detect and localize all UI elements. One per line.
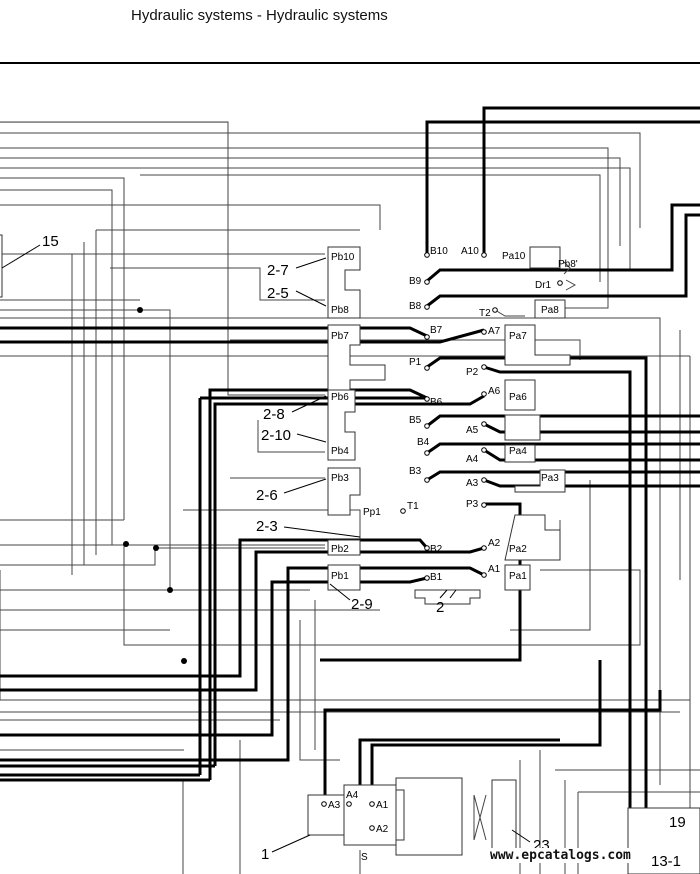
port-label-pump-a3: A3	[328, 800, 341, 811]
port-label-t2: T2	[479, 308, 491, 319]
port-label-dr1: Dr1	[535, 280, 552, 291]
port-label-b3: B3	[409, 466, 422, 477]
callout-2-10: 2-10	[261, 427, 291, 444]
port-label-p3: P3	[466, 499, 479, 510]
port-label-p2: P2	[466, 367, 479, 378]
port-label-p1: P1	[409, 357, 422, 368]
callout-2-6: 2-6	[256, 487, 278, 504]
port-label-a6: A6	[488, 386, 501, 397]
component-15-box	[0, 234, 3, 298]
port-label-pa7: Pa7	[509, 331, 527, 342]
port-label-a10: A10	[461, 246, 479, 257]
pump-assembly-1	[307, 777, 700, 874]
port-label-pp1: Pp1	[363, 507, 381, 518]
port-label-pump-a2: A2	[376, 824, 389, 835]
callout-2-8: 2-8	[263, 406, 285, 423]
port-label-pump-a4: A4	[346, 790, 359, 801]
port-label-pump-a1: A1	[376, 800, 389, 811]
callout-1: 1	[261, 846, 269, 863]
port-label-a7: A7	[488, 326, 501, 337]
callout-2-7: 2-7	[267, 262, 289, 279]
port-label-b2: B2	[430, 544, 443, 555]
callout-15: 15	[42, 233, 59, 250]
callout-13-1: 13-1	[651, 853, 681, 870]
port-label-b5: B5	[409, 415, 422, 426]
port-label-t1: T1	[407, 501, 419, 512]
callout-2-3: 2-3	[256, 518, 278, 535]
port-label-pb8: Pb8	[331, 305, 349, 316]
port-label-pa3: Pa3	[541, 473, 559, 484]
port-label-b7: B7	[430, 325, 443, 336]
port-label-b8: B8	[409, 301, 422, 312]
port-label-pa4: Pa4	[509, 446, 527, 457]
callouts: 15 2-7 2-5 2-8 2-10 2-6 2-3 2-9 2 1 23 1…	[1, 233, 686, 870]
junction-dots	[123, 307, 187, 664]
port-label-pa10: Pa10	[502, 251, 526, 262]
page-title: Hydraulic systems - Hydraulic systems	[131, 7, 388, 24]
port-label-pb3: Pb3	[331, 473, 349, 484]
header-divider	[0, 62, 700, 64]
port-label-b9: B9	[409, 276, 422, 287]
port-label-b1: B1	[430, 572, 443, 583]
port-label-pa6: Pa6	[509, 392, 527, 403]
callout-2-5: 2-5	[267, 285, 289, 302]
port-label-a1: A1	[488, 564, 501, 575]
port-label-a4: A4	[466, 454, 479, 465]
port-label-pb6: Pb6	[331, 392, 349, 403]
port-label-a2: A2	[488, 538, 501, 549]
control-valve-2	[327, 246, 577, 605]
port-label-pa1: Pa1	[509, 571, 527, 582]
port-label-a3: A3	[466, 478, 479, 489]
port-label-b6: B6	[430, 397, 443, 408]
pilot-lines	[0, 121, 700, 874]
port-label-pb7: Pb7	[331, 331, 349, 342]
port-label-pa8: Pa8	[541, 305, 559, 316]
port-label-pb2: Pb2	[331, 544, 349, 555]
port-label-pump-s: S	[361, 852, 368, 863]
port-label-pb1: Pb1	[331, 571, 349, 582]
port-label-pb4: Pb4	[331, 446, 349, 457]
callout-2: 2	[436, 599, 444, 616]
port-label-pb10: Pb10	[331, 252, 355, 263]
port-markers	[321, 252, 563, 831]
watermark: www.epcatalogs.com	[488, 848, 633, 863]
callout-2-9: 2-9	[351, 596, 373, 613]
main-lines	[0, 106, 700, 874]
callout-19: 19	[669, 814, 686, 831]
port-label-pb8p: Pb8'	[558, 259, 578, 270]
port-label-b10: B10	[430, 246, 448, 257]
port-labels: B10 A10 Pa10 Pb10 Pb8' B9 Dr1 B8 Pb8 Pa8…	[328, 246, 578, 863]
port-label-a5: A5	[466, 425, 479, 436]
port-label-b4: B4	[417, 437, 430, 448]
port-label-pa2: Pa2	[509, 544, 527, 555]
